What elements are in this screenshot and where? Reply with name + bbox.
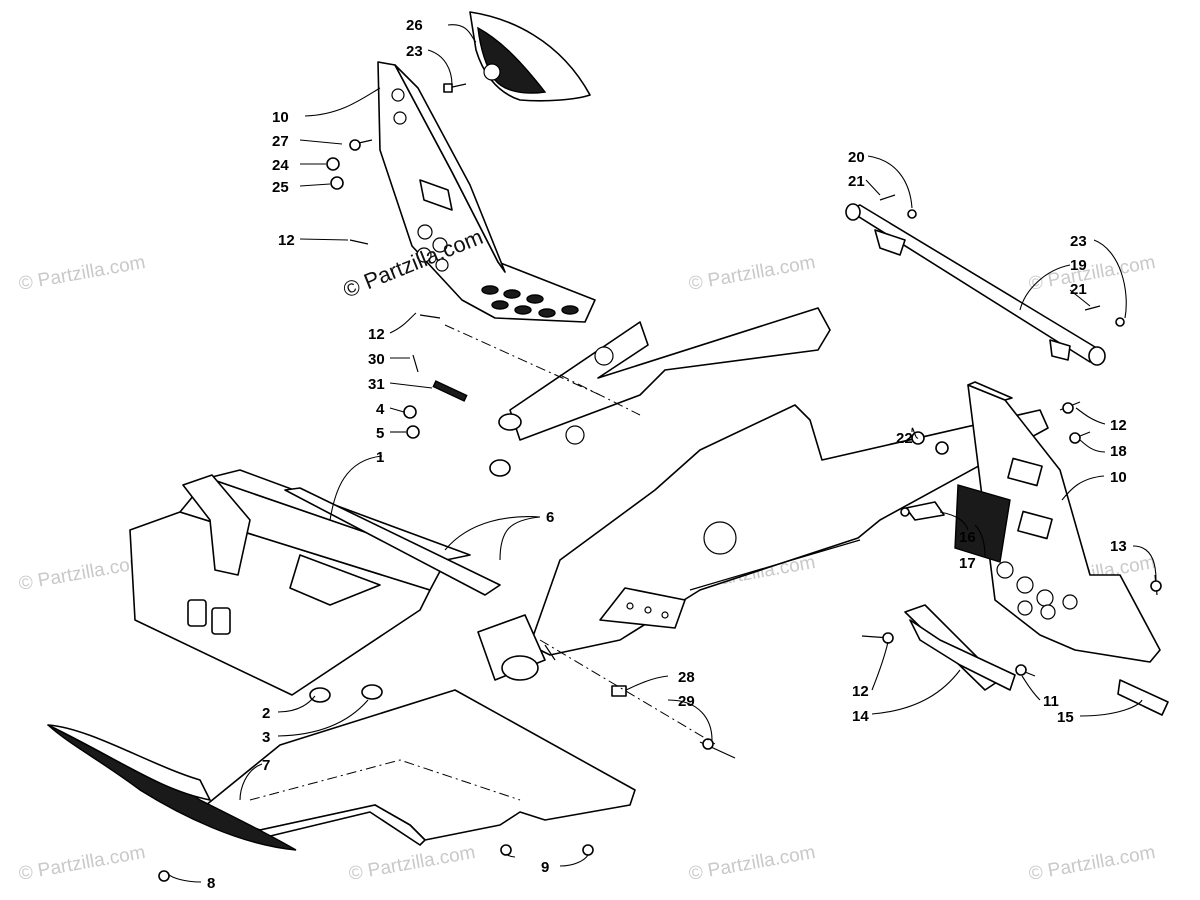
hardware-upper — [326, 83, 468, 439]
callout-label: 7 — [262, 757, 270, 774]
callout-label: 3 — [262, 729, 270, 746]
callout-label: 6 — [546, 509, 554, 526]
callout-label: 11 — [1043, 693, 1059, 710]
spacers — [309, 684, 383, 703]
callout-labels: 26 23 10 27 24 25 12 12 30 31 4 5 1 6 2 … — [207, 17, 1127, 892]
callout-label: 13 — [1110, 538, 1127, 555]
watermark: © Partzilla.com — [347, 842, 477, 885]
callout-label: 21 — [848, 173, 865, 190]
watermark: © Partzilla.com — [687, 252, 817, 295]
callout-label: 28 — [678, 669, 695, 686]
callout-label: 23 — [406, 43, 423, 60]
callout-label: 2 — [262, 705, 270, 722]
callout-label: 12 — [852, 683, 869, 700]
main-chassis — [129, 307, 1049, 696]
callout-label: 12 — [278, 232, 295, 249]
handlebar-shroud — [469, 11, 591, 102]
lower-brackets — [904, 604, 1169, 716]
callout-label: 30 — [368, 351, 385, 368]
steering-support-tube — [845, 194, 1125, 366]
callout-label: 5 — [376, 425, 384, 442]
callout-label: 23 — [1070, 233, 1087, 250]
callout-label: 12 — [368, 326, 385, 343]
callout-label: 29 — [678, 693, 695, 710]
callout-label: 21 — [1070, 281, 1087, 298]
callout-label: 17 — [959, 555, 976, 572]
mesh-screen — [954, 484, 1011, 563]
callout-label: 9 — [541, 859, 549, 876]
watermark: © Partzilla.com — [1027, 842, 1157, 885]
leader-lines — [167, 24, 1157, 883]
callout-label: 19 — [1070, 257, 1087, 274]
callout-label: 8 — [207, 875, 215, 892]
small-bracket — [900, 501, 945, 521]
callout-label: 12 — [1110, 417, 1127, 434]
watermark: © Partzilla.com — [1027, 252, 1157, 295]
callout-label: 10 — [272, 109, 289, 126]
callout-label: 27 — [272, 133, 289, 150]
callout-label: 25 — [272, 179, 289, 196]
front-skid — [47, 724, 297, 851]
callout-label: 10 — [1110, 469, 1127, 486]
callout-label: 16 — [959, 529, 976, 546]
steering-post-bracket — [377, 61, 596, 323]
side-bracket — [967, 381, 1161, 663]
callout-label: 26 — [406, 17, 423, 34]
callout-label: 4 — [376, 401, 385, 418]
callout-label: 15 — [1057, 709, 1074, 726]
watermark: © Partzilla.com — [17, 252, 147, 295]
callout-label: 31 — [368, 376, 385, 393]
watermark: © Partzilla.com — [17, 842, 147, 885]
callout-label: 20 — [848, 149, 865, 166]
fasteners-right — [861, 401, 1162, 677]
bottom-hardware — [158, 639, 736, 882]
watermark: © Partzilla.com — [687, 842, 817, 885]
callout-label: 22 — [896, 430, 913, 447]
callout-label: 1 — [376, 449, 384, 466]
callout-label: 18 — [1110, 443, 1127, 460]
callout-label: 24 — [272, 157, 289, 174]
callout-label: 14 — [852, 708, 869, 725]
watermark: © Partzilla.com — [17, 552, 147, 595]
